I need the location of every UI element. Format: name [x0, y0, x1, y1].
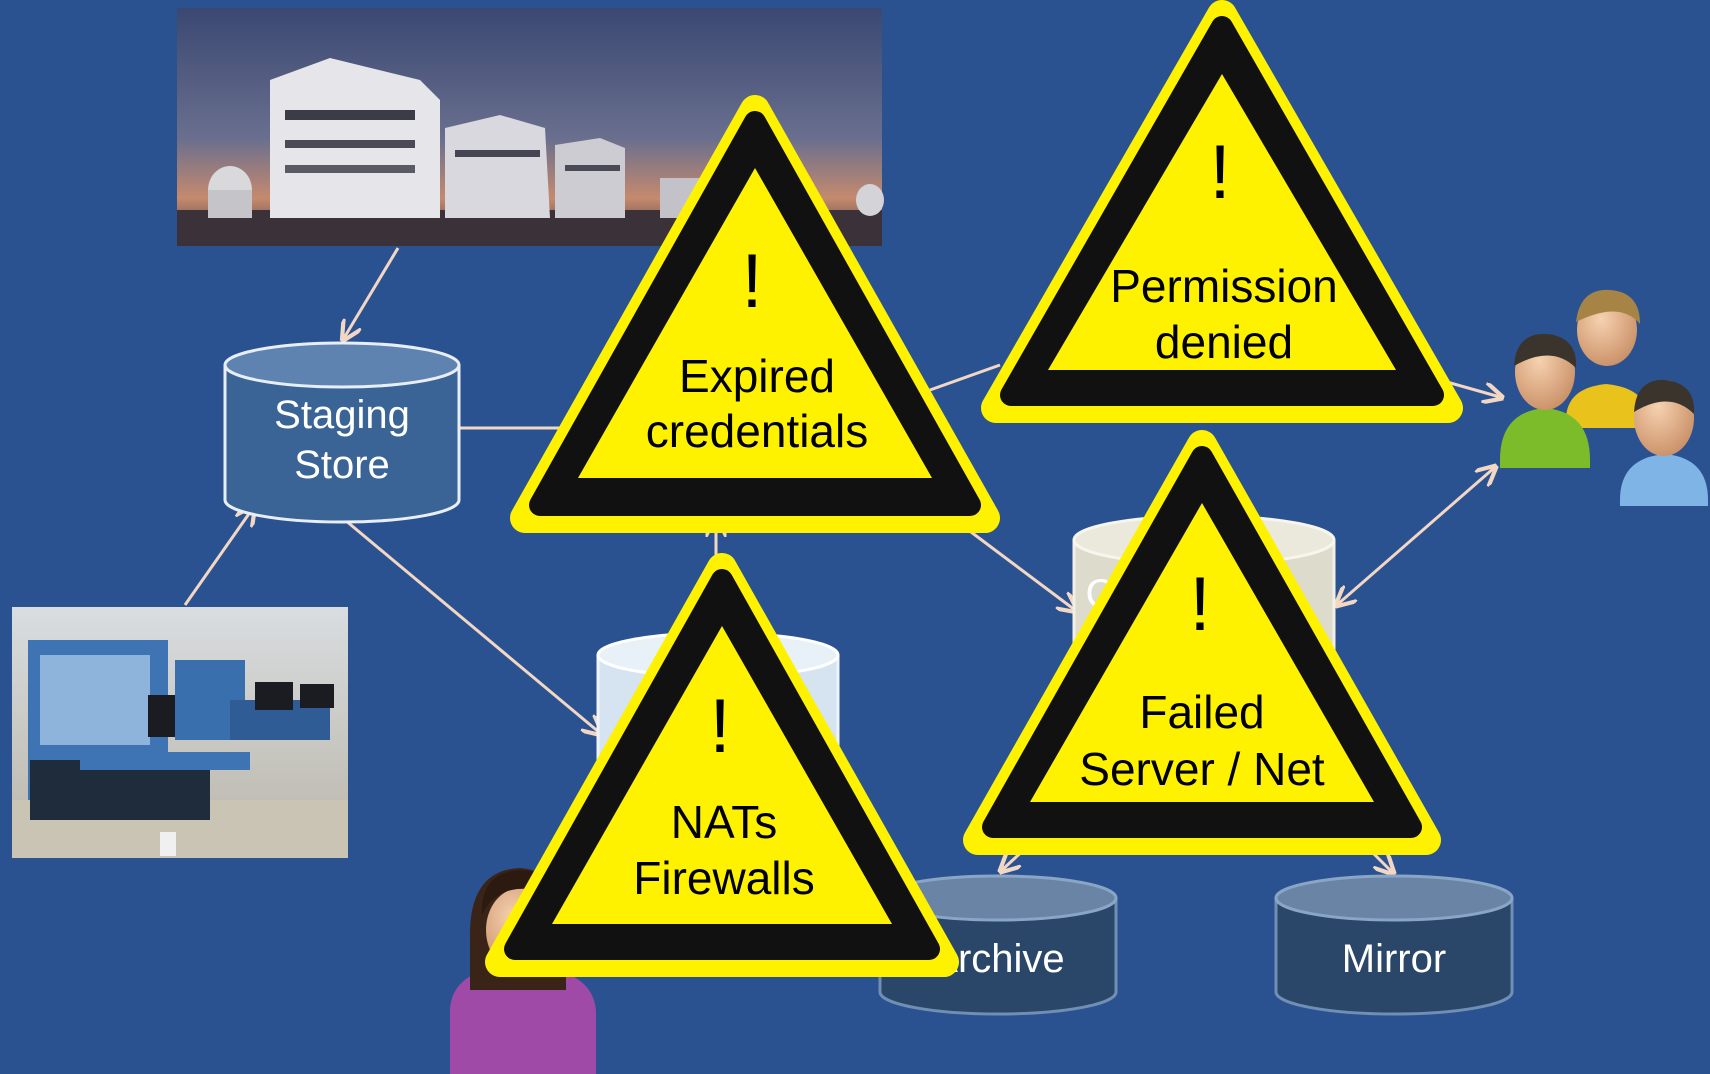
laboratory-instrument-photo	[12, 607, 348, 858]
warning-expired-line1: Expired	[679, 350, 835, 402]
staging-label-line2: Store	[294, 443, 390, 487]
arrow-center-to-grid	[954, 518, 1075, 610]
warning-permission-mark: !	[1209, 130, 1230, 215]
arrow-instrument-to-staging	[183, 508, 253, 606]
arrow-staging-to-cloud	[344, 518, 600, 733]
warning-sign-nat-firewalls: ! NATs Firewalls	[485, 553, 959, 977]
arrow-users-grid-bidirectional	[1338, 468, 1494, 604]
warning-sign-permission-denied: ! Permission denied	[981, 0, 1463, 423]
warning-failed-line1: Failed	[1139, 686, 1264, 738]
user-group-icon	[1500, 289, 1708, 506]
line-center-to-permission	[929, 363, 1001, 392]
warning-failed-line2: Server / Net	[1079, 743, 1325, 795]
arrow-telescope-to-staging	[344, 247, 400, 338]
warning-expired-mark: !	[741, 239, 762, 324]
warning-failed-mark: !	[1189, 562, 1210, 647]
warning-nat-line1: NATs	[671, 796, 778, 848]
mirror-cylinder: Mirror	[1274, 874, 1514, 1016]
mirror-label: Mirror	[1342, 937, 1446, 981]
warning-sign-failed-server: ! Failed Server / Net	[963, 430, 1441, 855]
warning-expired-line2: credentials	[646, 405, 868, 457]
staging-store-cylinder: Staging Store	[223, 341, 461, 524]
staging-label-line1: Staging	[274, 393, 410, 437]
warning-nat-line2: Firewalls	[633, 852, 814, 904]
warning-sign-expired-credentials: ! Expired credentials	[510, 95, 1000, 533]
warning-nat-mark: !	[709, 684, 730, 769]
warning-permission-line2: denied	[1155, 316, 1293, 368]
warning-permission-line1: Permission	[1110, 260, 1338, 312]
